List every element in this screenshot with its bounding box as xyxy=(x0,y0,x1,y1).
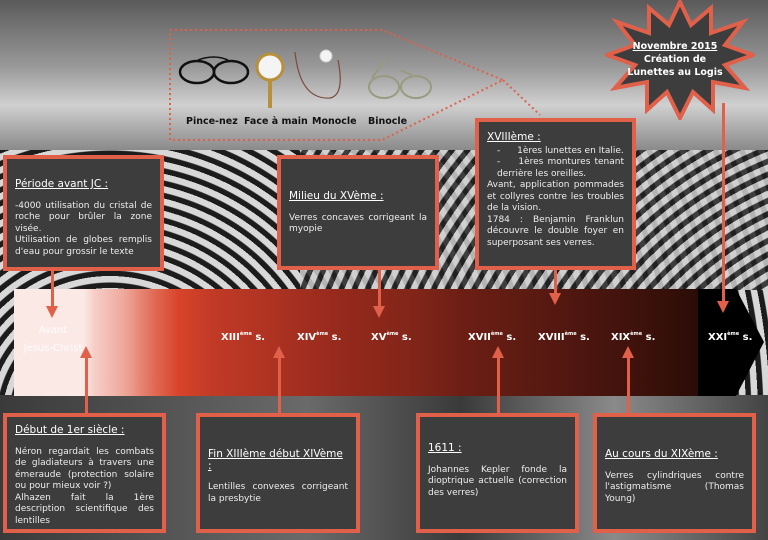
arrow-down-icon xyxy=(373,306,385,318)
star-line2: Lunettes au Logis xyxy=(627,67,723,78)
box-fin-xiiieme: Fin XIIIème début XIVème : Lentilles con… xyxy=(196,413,360,533)
face-a-main-icon xyxy=(255,52,285,108)
century-label-xv: XVème s. xyxy=(371,331,412,343)
suffix: s. xyxy=(576,332,590,343)
sup: ème xyxy=(564,331,577,337)
box-text: Lentilles convexes corrigeant la presbyt… xyxy=(208,482,348,504)
roman: XIV xyxy=(297,332,317,343)
suffix: s. xyxy=(398,332,412,343)
glasses-label-pince-nez: Pince-nez xyxy=(186,116,238,127)
box-au-cours-xixeme: Au cours du XIXème : Verres cylindriques… xyxy=(593,413,756,533)
roman: XV xyxy=(371,332,387,343)
roman: XIII xyxy=(221,332,240,343)
box-text: Verres cylindriques contre l'astigmatism… xyxy=(605,470,744,504)
suffix: s. xyxy=(739,332,753,343)
suffix: s. xyxy=(642,332,656,343)
sup: ème xyxy=(386,331,399,337)
box-text: 1784 : Benjamin Franklun découvre le dou… xyxy=(487,214,624,248)
sup: ème xyxy=(490,331,503,337)
arrow-up-line xyxy=(497,356,500,414)
arrow-up-icon xyxy=(273,346,285,358)
star-line1: Création de xyxy=(643,54,707,65)
suffix: s. xyxy=(502,332,517,343)
century-label-xvii: XVIIème s. xyxy=(468,331,516,343)
box-list: 1ères lunettes en Italie. 1ères montures… xyxy=(487,146,624,181)
roman: XVIII xyxy=(538,332,565,343)
star-burst-icon xyxy=(605,0,755,120)
sup: ème xyxy=(316,331,329,337)
box-text: Alhazen fait la 1ère description scienti… xyxy=(15,492,154,526)
arrow-down-line xyxy=(378,269,381,307)
box-title: XVIIIème : xyxy=(487,131,541,143)
roman: XVII xyxy=(468,332,491,343)
arrow-down-icon xyxy=(717,301,729,313)
arrow-down-line xyxy=(722,103,725,303)
glasses-label-monocle: Monocle xyxy=(312,116,357,127)
century-label-xix: XIXème s. xyxy=(611,331,655,343)
box-title: Au cours du XIXème : xyxy=(605,448,718,460)
sup: ème xyxy=(239,331,252,337)
timeline-arrow-tip xyxy=(698,289,764,396)
arrow-down-icon xyxy=(46,306,58,318)
box-title: 1611 : xyxy=(428,442,462,454)
arrow-up-line xyxy=(85,356,88,414)
century-label-xxi: XXIème s. xyxy=(708,331,752,343)
roman: XXI xyxy=(708,332,728,343)
arrow-up-icon xyxy=(622,346,634,358)
arrow-down-line xyxy=(51,270,54,308)
box-xviiieme: XVIIIème : 1ères lunettes en Italie. 1èr… xyxy=(475,118,636,270)
box-title: Milieu du XVème : xyxy=(289,190,384,202)
box-text: Johannes Kepler fonde la dioptrique actu… xyxy=(428,464,567,498)
century-label-xiv: XIVème s. xyxy=(297,331,341,343)
pince-nez-icon xyxy=(178,56,250,85)
box-text: Verres concaves corrigeant la myopie xyxy=(289,212,427,235)
arrow-down-icon xyxy=(549,293,561,305)
box-title: Période avant JC : xyxy=(15,178,109,190)
box-periode-avant-jc: Période avant JC : -4000 utilisation du … xyxy=(3,155,164,271)
box-text: -4000 utilisation du cristal de roche po… xyxy=(15,200,152,234)
star-title: Novembre 2015 xyxy=(632,41,718,52)
arrow-down-line xyxy=(554,269,557,294)
monocle-icon xyxy=(294,49,341,99)
arrow-up-icon xyxy=(492,346,504,358)
box-text: Néron regardait les combats de gladiateu… xyxy=(15,446,154,492)
box-title: Fin XIIIème début XIVème : xyxy=(208,448,343,472)
label-jesus-christ: Jésus-Christ xyxy=(23,343,83,354)
century-label-xviii: XVIIIème s. xyxy=(538,331,590,343)
sup: ème xyxy=(727,331,740,337)
box-text: Avant, application pommades et collyres … xyxy=(487,180,624,213)
roman: XIX xyxy=(611,332,631,343)
binocle-icon xyxy=(368,59,432,99)
arrow-up-icon xyxy=(80,346,92,358)
sup: ème xyxy=(630,331,643,337)
list-item: 1ères montures tenant derrière les oreil… xyxy=(497,157,624,180)
glasses-label-binocle: Binocle xyxy=(368,116,408,127)
box-title: Début de 1er siècle : xyxy=(15,424,125,436)
list-item: 1ères lunettes en Italie. xyxy=(497,146,624,158)
box-text: Utilisation de globes remplis d'eau pour… xyxy=(15,235,152,257)
label-avant-jc: Avant Jésus-Christ xyxy=(13,322,93,358)
century-label-xiii: XIIIème s. xyxy=(221,331,265,343)
arrow-up-line xyxy=(278,356,281,414)
star-text: Novembre 2015 Création de Lunettes au Lo… xyxy=(615,40,735,79)
box-milieu-xveme: Milieu du XVème : Verres concaves corrig… xyxy=(277,155,439,270)
arrow-up-line xyxy=(627,356,630,414)
glasses-label-face-a-main: Face à main xyxy=(244,116,308,127)
timeline-bar xyxy=(14,289,698,396)
box-1611: 1611 : Johannes Kepler fonde la dioptriq… xyxy=(416,413,579,533)
box-debut-1er-siecle: Début de 1er siècle : Néron regardait le… xyxy=(3,413,166,533)
suffix: s. xyxy=(328,332,342,343)
label-avant: Avant xyxy=(38,325,68,336)
suffix: s. xyxy=(251,332,266,343)
